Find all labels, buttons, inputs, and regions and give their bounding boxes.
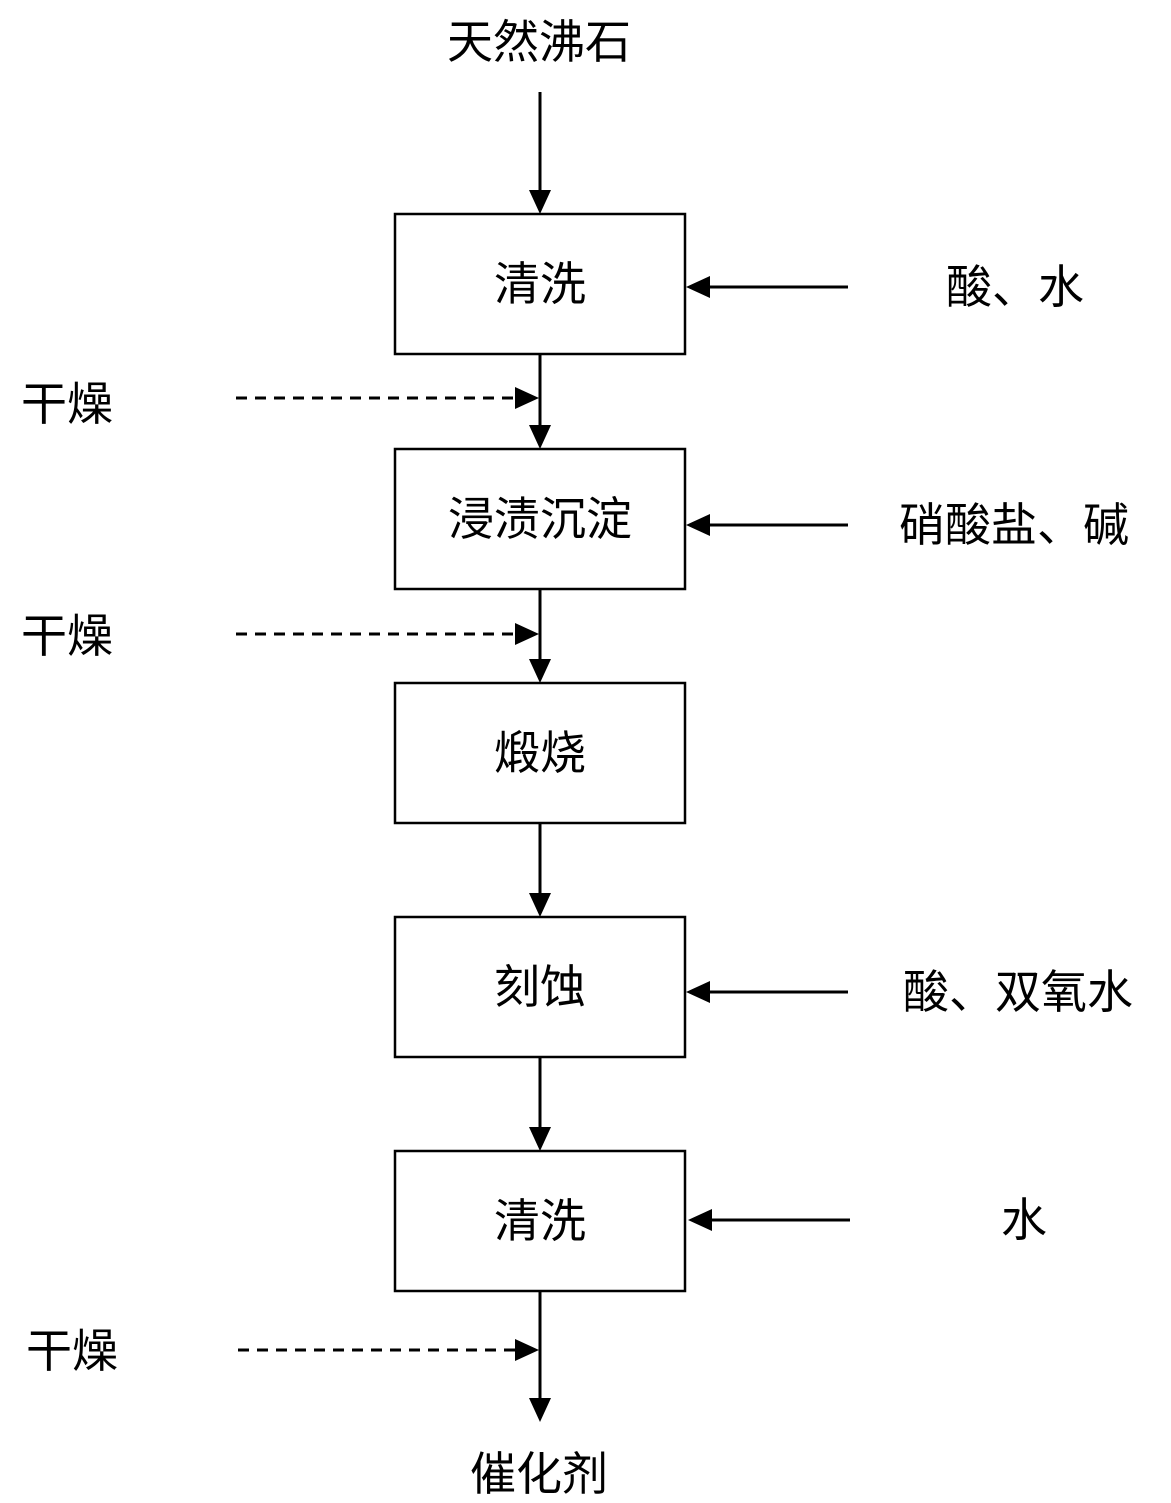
flow-arrowhead xyxy=(529,1127,551,1151)
step-box-calcination xyxy=(393,681,687,825)
reagent-label: 酸、水 xyxy=(946,260,1084,314)
step-box-wash-1 xyxy=(393,212,687,356)
drying-arrowhead xyxy=(515,1339,539,1361)
reagent-arrowhead xyxy=(686,981,710,1003)
flow-arrowhead xyxy=(529,425,551,449)
drying-arrowhead xyxy=(515,387,539,409)
flow-arrowhead xyxy=(529,190,551,214)
step-box-wash-2 xyxy=(393,1149,687,1293)
step-box-impregnation xyxy=(393,447,687,591)
reagent-arrowhead xyxy=(686,514,710,536)
drying-label: 干燥 xyxy=(21,609,113,663)
drying-label: 干燥 xyxy=(21,377,113,431)
drying-label: 干燥 xyxy=(26,1324,118,1378)
flow-arrowhead xyxy=(529,893,551,917)
reagent-label: 硝酸盐、碱 xyxy=(899,498,1129,552)
reagent-arrowhead xyxy=(688,1209,712,1231)
output-product-label: 催化剂 xyxy=(470,1447,608,1501)
reagent-label: 酸、双氧水 xyxy=(903,965,1133,1019)
drying-arrowhead xyxy=(515,623,539,645)
flow-arrowhead xyxy=(529,659,551,683)
step-label: 煅烧 xyxy=(494,726,586,780)
step-label: 刻蚀 xyxy=(494,960,586,1014)
step-label: 浸渍沉淀 xyxy=(448,492,632,546)
flow-arrowhead xyxy=(529,1398,551,1422)
input-material-label: 天然沸石 xyxy=(447,15,631,69)
step-box-etching xyxy=(393,915,687,1059)
reagent-label: 水 xyxy=(1001,1193,1047,1247)
step-label: 清洗 xyxy=(494,1194,586,1248)
step-label: 清洗 xyxy=(494,257,586,311)
reagent-arrowhead xyxy=(686,276,710,298)
